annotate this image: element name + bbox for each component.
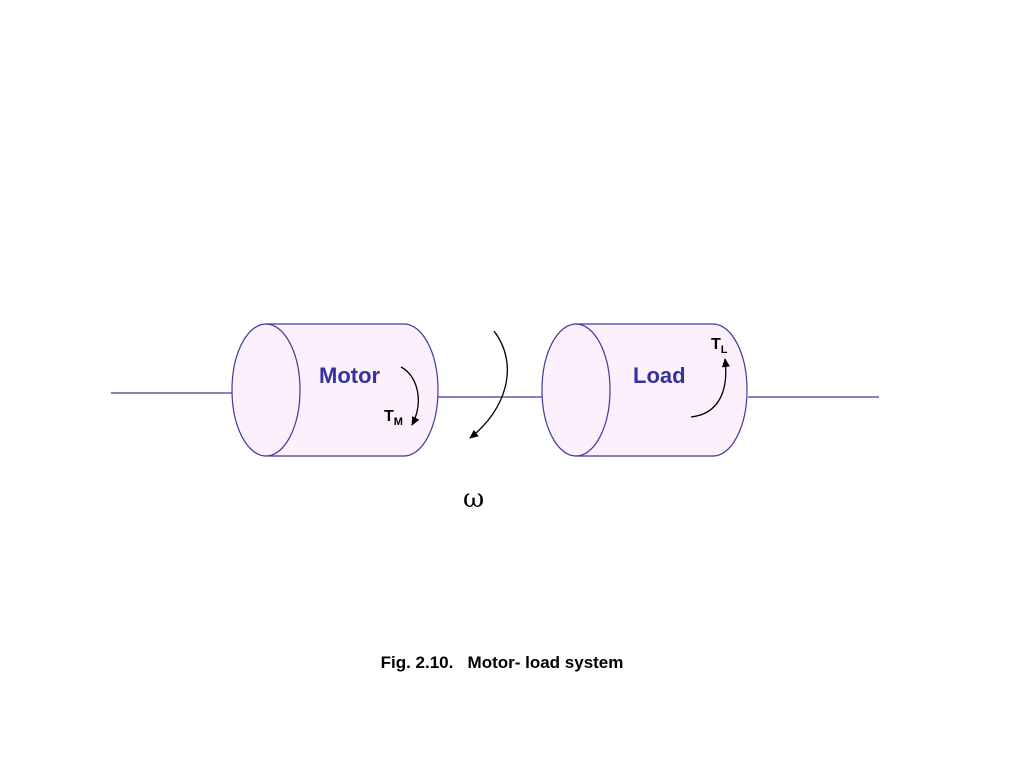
motor-torque-label: TM xyxy=(384,408,403,428)
figure-caption: Fig. 2.10. Motor- load system xyxy=(380,653,624,672)
load-label: Load xyxy=(633,363,686,388)
load-torque-subscript: L xyxy=(721,344,728,356)
motor-torque-symbol: T xyxy=(384,408,394,425)
load-torque-symbol: T xyxy=(711,336,721,353)
motor-torque-subscript: M xyxy=(394,416,403,428)
motor-torque-arrow xyxy=(400,366,420,426)
motor-label: Motor xyxy=(319,363,381,388)
load-cylinder xyxy=(541,323,748,457)
motor-cylinder xyxy=(231,323,439,457)
load-torque-arrow xyxy=(690,358,730,418)
speed-symbol: ω xyxy=(463,484,484,514)
rotation-arrow xyxy=(469,330,508,439)
load-torque-label: TL xyxy=(711,336,728,356)
